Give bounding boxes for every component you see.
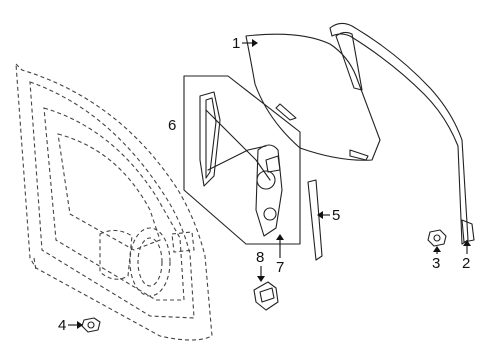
callout-6-label: 6 <box>168 117 176 134</box>
callout-2: 2 <box>462 240 471 272</box>
door-glass <box>245 33 381 161</box>
callout-7-label: 7 <box>276 259 284 276</box>
callout-4: 4 <box>58 317 83 334</box>
window-regulator <box>183 75 301 245</box>
callout-4-label: 4 <box>58 317 66 334</box>
callout-3-label: 3 <box>432 255 440 272</box>
glass-guide <box>307 179 323 261</box>
callout-8-label: 8 <box>256 249 264 266</box>
callout-6: 6 <box>168 117 176 134</box>
bolt-4 <box>81 317 101 333</box>
callout-8: 8 <box>256 249 265 282</box>
callout-5-label: 5 <box>332 207 340 224</box>
callout-1: 1 <box>232 35 258 52</box>
callout-7: 7 <box>276 234 284 276</box>
regulator-motor <box>253 281 279 311</box>
callout-5: 5 <box>317 207 340 224</box>
run-channel <box>329 22 475 245</box>
callout-1-label: 1 <box>232 35 240 52</box>
door-shell <box>15 62 213 341</box>
callout-2-label: 2 <box>462 255 470 272</box>
bolt-3 <box>427 229 447 247</box>
callout-3: 3 <box>432 246 441 272</box>
